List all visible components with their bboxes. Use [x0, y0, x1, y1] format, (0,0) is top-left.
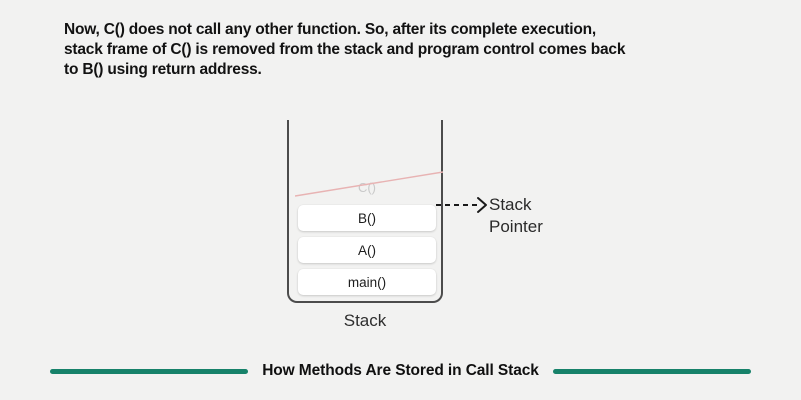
heading-text: Now, C() does not call any other functio…	[64, 21, 626, 78]
strike-through-line	[295, 171, 443, 197]
stack-container-label: Stack	[343, 311, 387, 330]
stack-frame-removed-c: C()	[357, 179, 377, 195]
banner-rule-left	[50, 368, 249, 374]
stack-pointer-arrow-icon	[436, 197, 487, 213]
stack-frame-main: main()	[298, 269, 436, 295]
stack-frame-b: B()	[298, 205, 436, 231]
stack-container: C() B() A() main()	[287, 120, 443, 303]
banner-rule-right	[552, 368, 751, 374]
stack-pointer-label: Stack Pointer	[489, 195, 543, 236]
stack-frame-a: A()	[298, 237, 436, 263]
banner-title: How Methods Are Stored in Call Stack	[262, 362, 539, 379]
bottom-banner: How Methods Are Stored in Call Stack	[0, 357, 801, 385]
